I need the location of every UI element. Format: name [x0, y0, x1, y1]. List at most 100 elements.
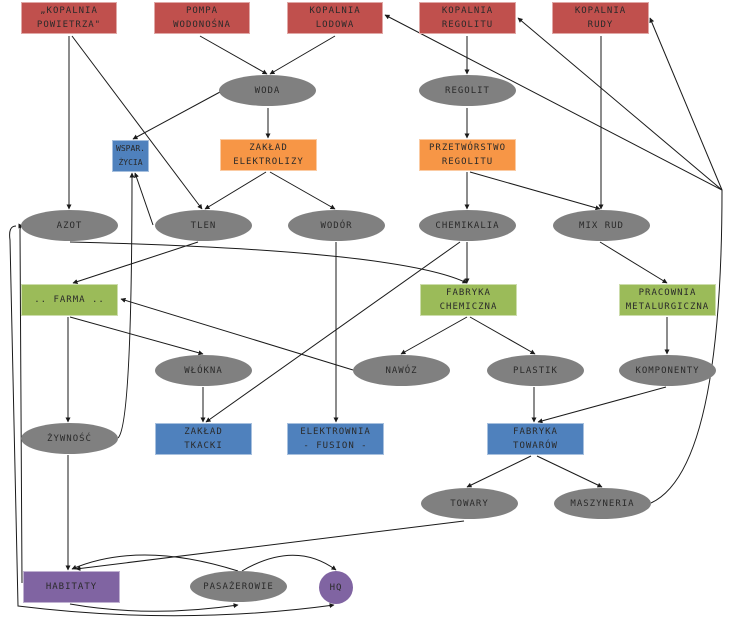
node-label-line: KOPALNIA	[309, 6, 361, 16]
edge-zaklad-elektrolizy-to-tlen	[204, 171, 267, 210]
node-plastik[interactable]: PLASTIK	[487, 355, 584, 386]
edge-komponenty-to-fabryka-towarow	[537, 386, 667, 424]
node-label-line: KOPALNIA	[574, 6, 627, 16]
node-label-line: - FUSION -	[303, 441, 368, 451]
node-label-line: HABITATY	[45, 582, 98, 592]
node-habitaty[interactable]: HABITATY	[23, 571, 120, 603]
edge-fabryka-chemiczna-to-plastik	[469, 316, 536, 355]
node-komponenty[interactable]: KOMPONENTY	[619, 355, 716, 386]
node-label-line: ZAKŁAD	[249, 143, 288, 153]
node-woda[interactable]: WODA	[219, 75, 316, 106]
edge-towary-to-habitaty	[75, 520, 465, 571]
edge-pasazerowie-to-habitaty	[71, 554, 239, 572]
edge-fabryka-chemiczna-to-nawoz	[400, 316, 468, 355]
node-label-line: WSPAR.	[116, 144, 145, 153]
node-pompa-wodonosna[interactable]: POMPA WODONOŚNA	[154, 2, 250, 34]
edge-tlen-to-wspar-zycia	[134, 172, 154, 226]
node-fabryka-towarow[interactable]: FABRYKA TOWARÓW	[487, 423, 584, 455]
node-label-line: CHEMIKALIA	[435, 220, 500, 231]
node-label-line: REGOLITU	[441, 157, 494, 167]
node-nawoz[interactable]: NAWÓZ	[353, 355, 450, 386]
edge-azot-to-hq	[9, 225, 335, 617]
node-label-line: REGOLIT	[445, 85, 490, 96]
node-kopalnia-regolitu[interactable]: KOPALNIA REGOLITU	[419, 2, 516, 34]
node-hq[interactable]: HQ	[319, 571, 353, 604]
node-farma[interactable]: .. FARMA ..	[21, 284, 118, 316]
edge-habitaty-to-pasazerowie	[69, 603, 239, 612]
edge-pasazerowie-to-hq	[241, 554, 337, 572]
node-label-line: PRZETWÓRSTWO	[428, 143, 507, 153]
node-pasazerowie[interactable]: PASAŻEROWIE	[190, 571, 287, 602]
node-zaklad-elektrolizy[interactable]: ZAKŁAD ELEKTROLIZY	[220, 139, 317, 171]
node-label-line: KOPALNIA	[441, 6, 494, 16]
node-label-line: PLASTIK	[513, 365, 558, 376]
node-label-line: TLEN	[190, 220, 217, 231]
node-label-line: ZAKŁAD	[184, 427, 223, 437]
node-label-line: ŻYWNOŚĆ	[47, 433, 92, 444]
node-label-line: WŁÓKNA	[184, 365, 223, 376]
edge-woda-to-wspar-zycia	[132, 91, 221, 140]
edge-przetworstwo-regolitu-to-mix-rud	[469, 171, 601, 211]
node-label-line: ELEKTROWNIA	[300, 427, 371, 437]
edge-fabryka-towarow-to-maszyneria	[536, 455, 603, 488]
node-wlokna[interactable]: WŁÓKNA	[155, 355, 252, 386]
node-label-line: WODONOŚNA	[173, 20, 231, 30]
edge-nawoz-to-farma	[120, 297, 354, 371]
node-azot[interactable]: AZOT	[21, 210, 118, 241]
node-label-line: MASZYNERIA	[570, 498, 635, 509]
edge-pompa-wodonosna-to-woda	[199, 35, 268, 75]
node-label-line: ŻYCIA	[118, 158, 143, 167]
node-label-line: POMPA	[185, 6, 219, 16]
edge-zywnosc-to-wspar-zycia	[117, 172, 135, 439]
edge-maszyneria-to-kopalnia-lodowa	[384, 14, 723, 504]
node-label-line: POWIETRZA"	[36, 20, 102, 30]
edge-farma-to-wlokna	[69, 316, 204, 356]
edge-fabryka-towarow-to-towary	[466, 455, 532, 488]
node-label-line: WODÓR	[320, 220, 353, 231]
node-tlen[interactable]: TLEN	[155, 210, 252, 241]
edge-tlen-to-farma	[72, 241, 199, 284]
node-label-line: RUDY	[587, 20, 614, 30]
edge-habitaty-to-azot	[18, 223, 24, 584]
node-label-line: FABRYKA	[446, 288, 491, 298]
node-label-line: TKACKI	[184, 441, 223, 451]
node-elektrownia-fusion[interactable]: ELEKTROWNIA - FUSION -	[287, 423, 384, 455]
edge-azot-to-fabryka-chemiczna	[69, 241, 468, 284]
node-label-line: LODOWA	[315, 20, 355, 30]
edge-maszyneria-to-kopalnia-regolitu	[517, 17, 723, 191]
edge-chemikalia-to-zaklad-tkacki	[205, 241, 461, 423]
node-chemikalia[interactable]: CHEMIKALIA	[419, 210, 516, 241]
node-towary[interactable]: TOWARY	[421, 488, 518, 519]
node-label-line: REGOLITU	[441, 20, 494, 30]
node-label-line: METALURGICZNA	[625, 302, 710, 312]
edge-mix-rud-to-pracownia-metalurgiczna	[599, 241, 668, 284]
node-label-line: MIX RUD	[579, 220, 624, 231]
node-mix-rud[interactable]: MIX RUD	[553, 210, 650, 241]
node-maszyneria[interactable]: MASZYNERIA	[554, 488, 651, 519]
node-kopalnia-lodowa[interactable]: KOPALNIA LODOWA	[287, 2, 383, 34]
edge-kopalnia-lodowa-to-woda	[269, 35, 336, 75]
node-przetworstwo-regolitu[interactable]: PRZETWÓRSTWO REGOLITU	[419, 139, 516, 171]
node-label-line: TOWARÓW	[513, 441, 558, 451]
node-label-line: WODA	[254, 85, 281, 96]
node-zaklad-tkacki[interactable]: ZAKŁAD TKACKI	[155, 423, 252, 455]
node-label-line: NAWÓZ	[385, 365, 418, 376]
node-label-line: .. FARMA ..	[34, 295, 105, 305]
edge-kopalnia-powietrza-to-tlen	[71, 35, 203, 210]
node-zywnosc[interactable]: ŻYWNOŚĆ	[21, 423, 118, 454]
node-label-line: ELEKTROLIZY	[233, 157, 304, 167]
node-label-line: CHEMICZNA	[439, 302, 498, 312]
edge-zaklad-elektrolizy-to-wodor	[269, 171, 336, 210]
node-regolit[interactable]: REGOLIT	[419, 75, 516, 106]
node-kopalnia-rudy[interactable]: KOPALNIA RUDY	[552, 2, 649, 34]
node-label-line: TOWARY	[450, 498, 489, 509]
node-fabryka-chemiczna[interactable]: FABRYKA CHEMICZNA	[420, 284, 517, 316]
node-label-line: AZOT	[56, 220, 83, 231]
node-label-line: FABRYKA	[513, 427, 558, 437]
node-label-line: KOMPONENTY	[635, 365, 700, 376]
node-wspar-zycia[interactable]: WSPAR. ŻYCIA	[112, 140, 149, 172]
node-label-line: PASAŻEROWIE	[203, 581, 274, 592]
node-wodor[interactable]: WODÓR	[288, 210, 385, 241]
